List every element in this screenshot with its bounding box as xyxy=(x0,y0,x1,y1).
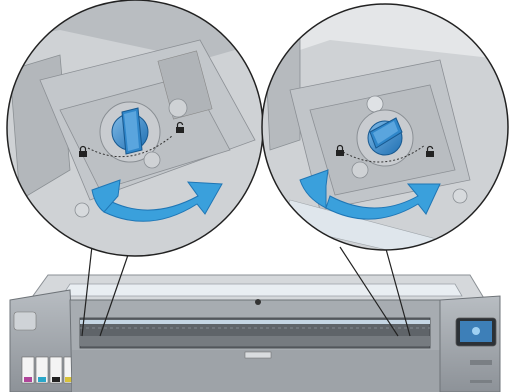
ink-cartridge-slots xyxy=(22,357,74,383)
callout-right xyxy=(255,0,509,260)
printer-body xyxy=(10,275,500,392)
printer-window xyxy=(62,284,462,296)
callout-left xyxy=(0,0,270,260)
